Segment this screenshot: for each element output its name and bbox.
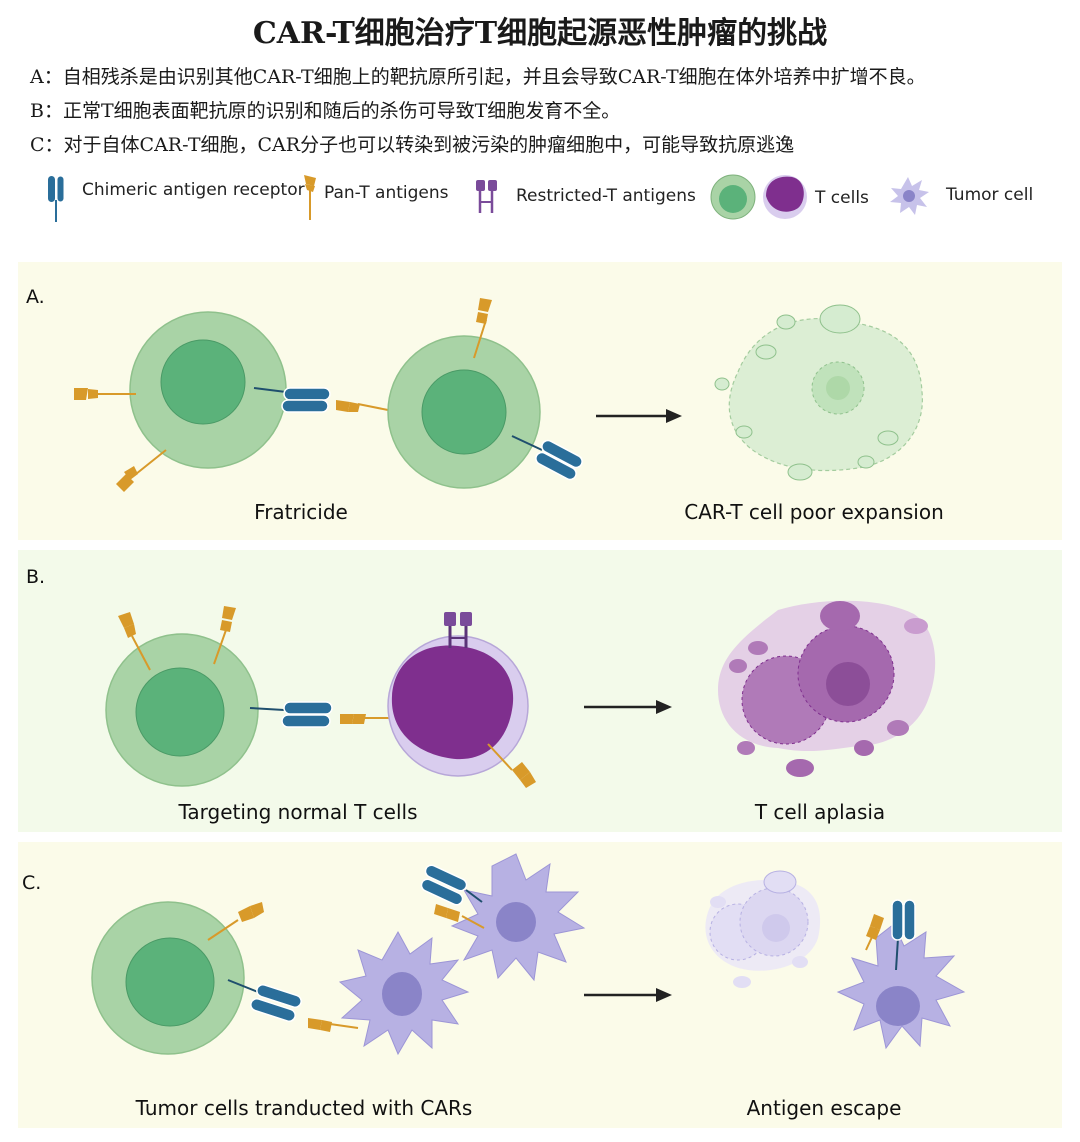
car-receptor [891, 899, 916, 971]
pan-t-antigen [336, 400, 389, 412]
pan-t-antigen-legend-icon [304, 175, 316, 220]
car-receptor [227, 979, 302, 1023]
pan-t-antigen [434, 904, 485, 929]
car-t-cell [91, 901, 245, 1055]
panel-a-label: A. [26, 286, 45, 308]
car-legend-label: Chimeric antigen receptor [82, 180, 305, 200]
t-cell-green-legend-icon [710, 174, 756, 220]
pan-t-antigen [340, 714, 394, 724]
car-receptor [511, 435, 583, 481]
t-cells-legend-label: T cells [815, 188, 869, 208]
pan-t-antigen [473, 298, 492, 359]
car-t-cell-right [387, 335, 541, 489]
arrow-right-icon [596, 409, 682, 423]
transduced-tumor-cell [450, 853, 586, 982]
pan-t-antigen [74, 388, 136, 400]
escaped-tumor-cell [836, 923, 966, 1050]
arrow-right-icon [584, 988, 672, 1002]
restricted-t-legend-label: Restricted-T antigens [516, 186, 696, 206]
car-legend-icon [48, 175, 65, 222]
pan-t-antigen [487, 743, 536, 788]
panel-a-illustration [74, 298, 923, 492]
panel-a-left-caption: Fratricide [254, 500, 348, 524]
description-a: A：自相残杀是由识别其他CAR-T细胞上的靶抗原所引起，并且会导致CAR-T细胞… [30, 66, 926, 88]
arrow-right-icon [584, 700, 672, 714]
tumor-cell-legend-label: Tumor cell [946, 185, 1034, 205]
panel-b-left-caption: Targeting normal T cells [178, 800, 418, 824]
page-title: CAR-T细胞治疗T细胞起源恶性肿瘤的挑战 [252, 16, 828, 51]
lysed-tumor-cell [705, 870, 821, 988]
pan-t-antigen [207, 902, 264, 941]
car-t-cell [105, 633, 259, 787]
description-b: B：正常T细胞表面靶抗原的识别和随后的杀伤可导致T细胞发育不全。 [30, 100, 621, 122]
panel-b: B. [18, 550, 1062, 832]
pan-t-antigen [118, 612, 151, 671]
tumor-cell [338, 930, 470, 1056]
panel-a: A. [18, 262, 1062, 540]
car-receptor [249, 701, 333, 728]
car-t-cell-left [129, 311, 287, 469]
panel-b-illustration [105, 600, 936, 788]
lysed-normal-t-cell [718, 600, 936, 777]
car-receptor [420, 864, 483, 906]
t-cell-purple-legend-icon [763, 175, 807, 219]
panel-c: C. [18, 842, 1062, 1128]
restricted-t-antigen [444, 612, 472, 648]
panel-c-label: C. [22, 872, 42, 894]
panel-c-right-caption: Antigen escape [746, 1096, 902, 1120]
pan-t-antigen [308, 1018, 359, 1032]
panel-c-illustration [91, 853, 966, 1056]
panel-a-right-caption: CAR-T cell poor expansion [684, 500, 944, 524]
restricted-t-antigen-legend-icon [476, 180, 497, 213]
normal-t-cell [387, 635, 529, 777]
legend [48, 174, 929, 222]
car-receptor [253, 387, 331, 413]
description-c: C：对于自体CAR-T细胞，CAR分子也可以转染到被污染的肿瘤细胞中，可能导致抗… [30, 134, 795, 156]
pan-t-antigen [865, 914, 884, 951]
lysed-car-t-cell [714, 304, 923, 481]
pan-t-antigen [213, 606, 236, 665]
pan-t-antigen [116, 449, 167, 492]
tumor-cell-legend-icon [890, 177, 929, 215]
panel-b-right-caption: T cell aplasia [754, 800, 886, 824]
panel-b-label: B. [26, 566, 46, 588]
pan-t-legend-label: Pan-T antigens [324, 183, 449, 203]
panel-c-left-caption: Tumor cells tranducted with CARs [135, 1096, 473, 1120]
